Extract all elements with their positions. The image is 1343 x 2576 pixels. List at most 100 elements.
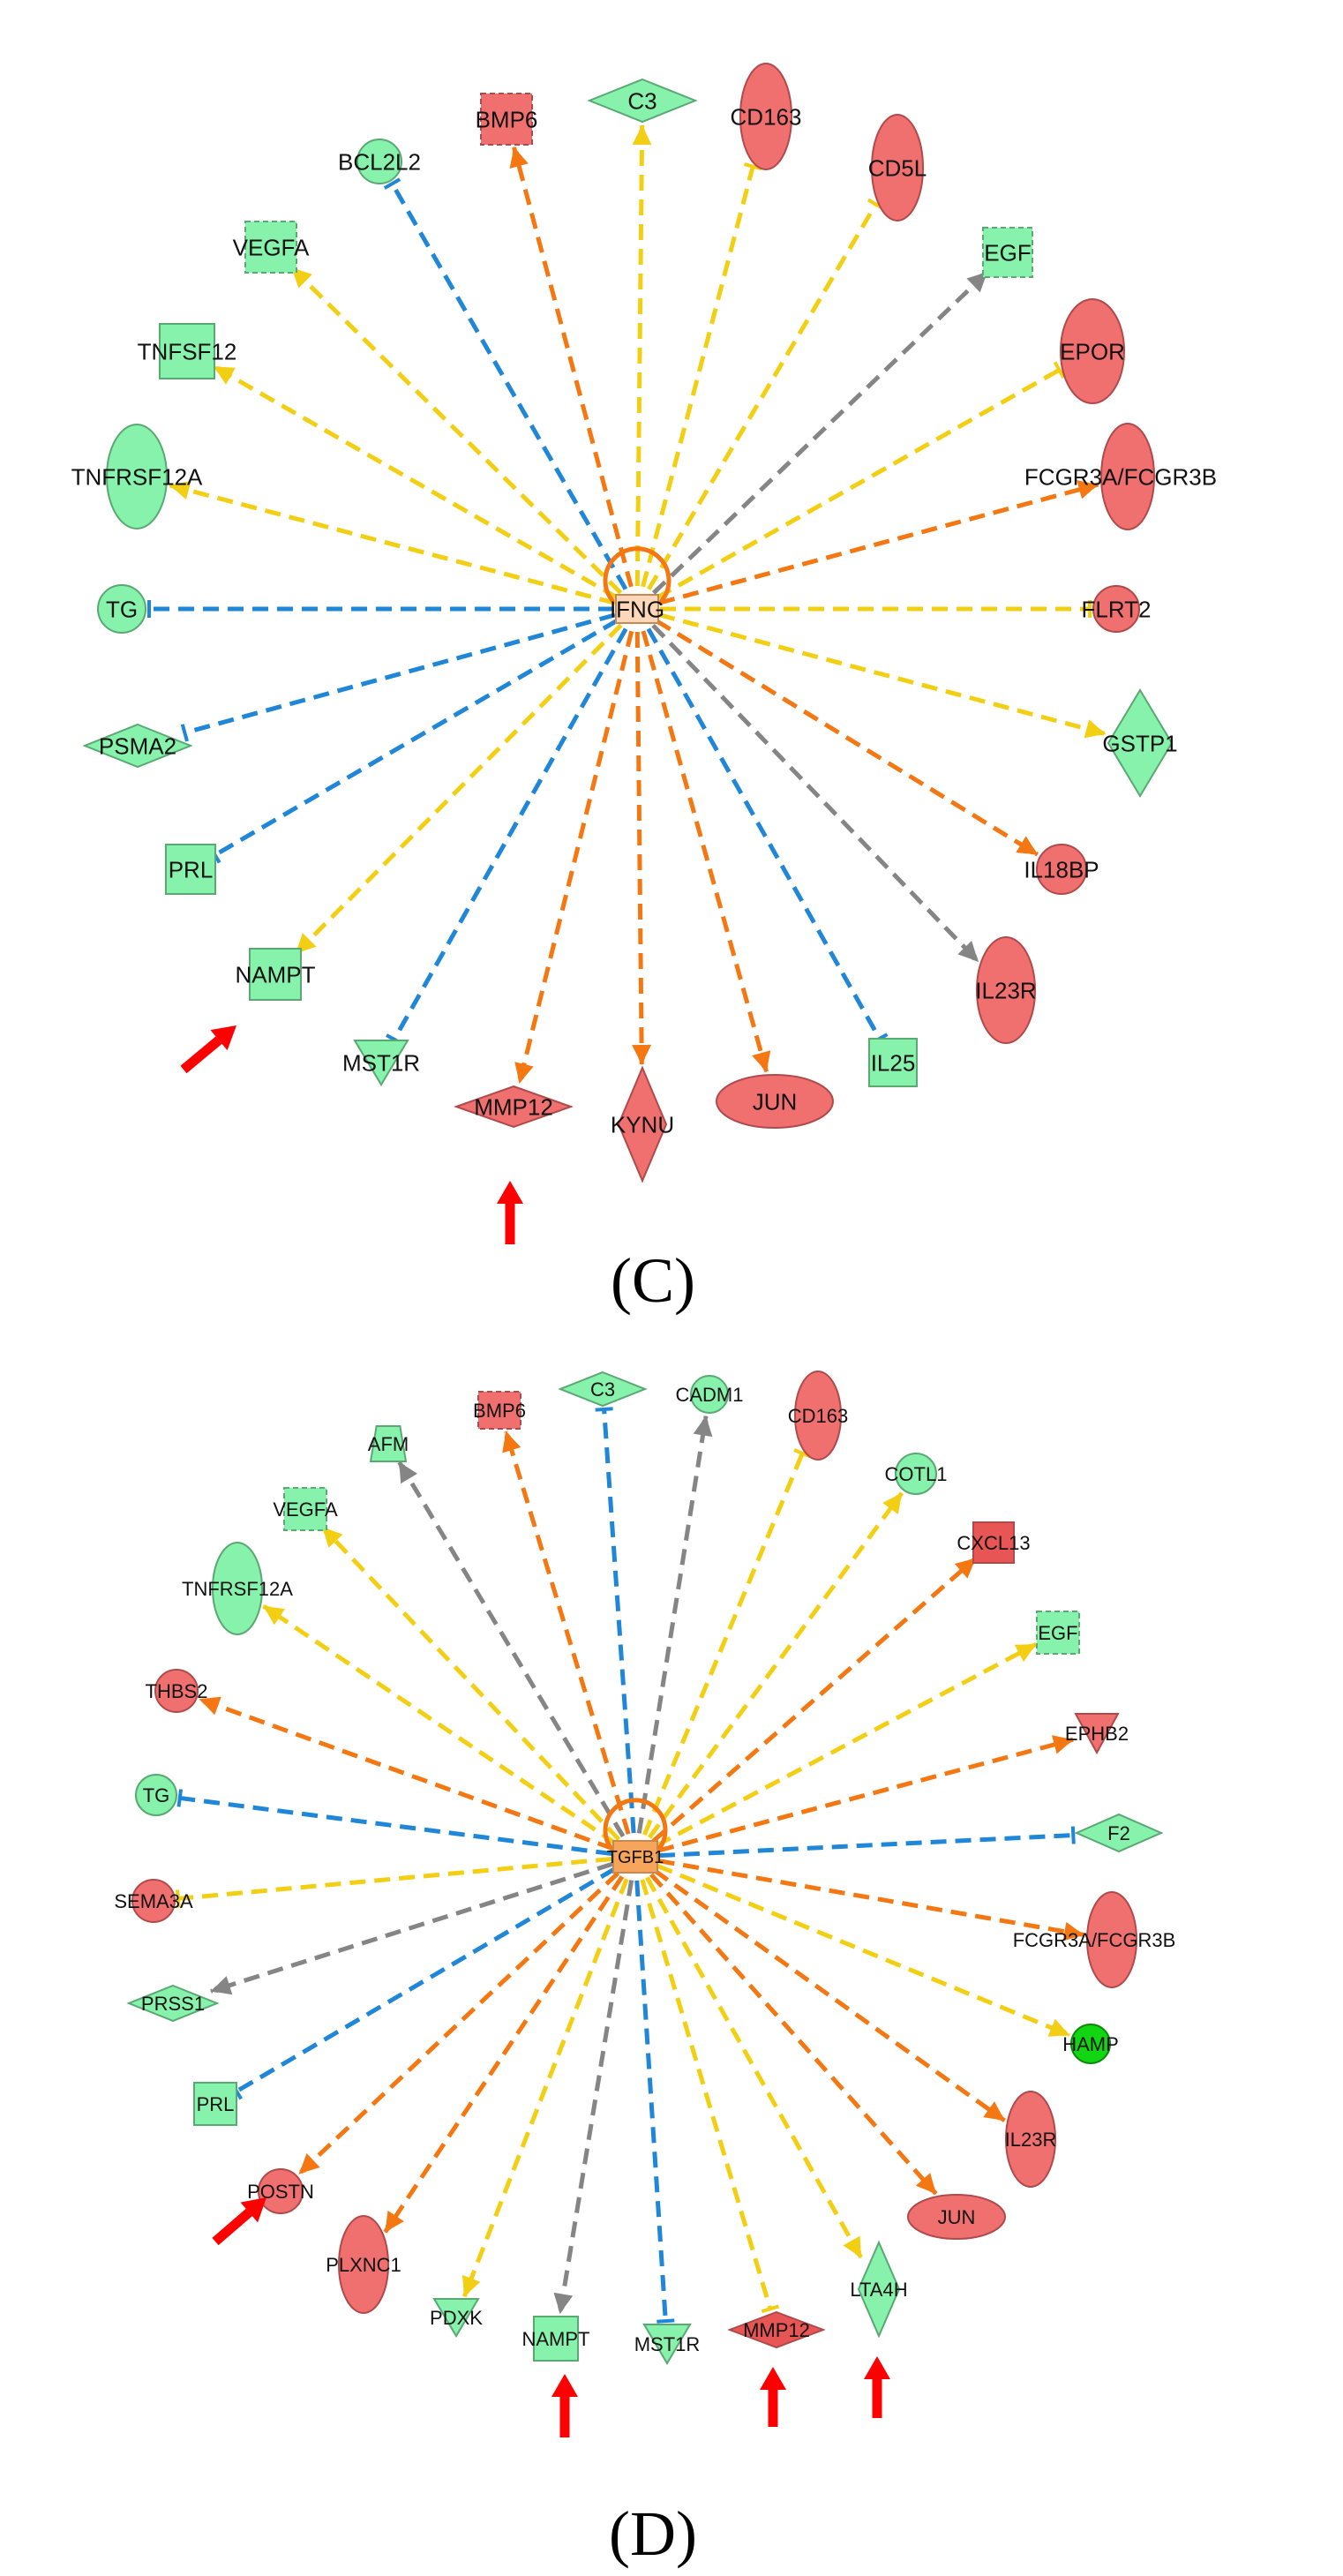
edges-layer [147,124,1107,2324]
node-shape-diamond [454,1085,574,1129]
node-shape-ellipse [212,1542,263,1635]
node-label: CD163 [788,1405,848,1427]
arrowhead-icon [1062,1921,1084,1941]
edge-tgfb1-jun [649,1873,938,2196]
node-plxnc1: PLXNC1 [326,2215,401,2314]
node-nampt: NAMPT [236,948,316,1001]
node-shape-ellipse [1086,1891,1137,1988]
node-label: PRSS1 [141,1993,205,2015]
node-shape-square [982,227,1033,278]
node-label: COTL1 [885,1463,948,1485]
edge-tgfb1-prss1 [210,1861,614,1994]
node-egf: EGF [982,227,1033,278]
node-label: BCL2L2 [338,148,421,175]
node-c3: C3 [587,78,698,124]
inhibition-bar-icon [180,724,189,742]
node-label: NAMPT [236,961,316,988]
node-shape-square [244,221,297,274]
node-shape-square [477,1391,521,1430]
node-label: CD163 [731,103,802,130]
hub-shape [615,594,659,624]
node-bcl2l2: BCL2L2 [338,139,421,184]
node-mmp12: MMP12 [454,1085,574,1129]
node-shape-ellipse [1005,2091,1056,2188]
node-label: EGF [984,239,1031,266]
node-nampt: NAMPT [522,2316,590,2362]
node-thbs2: THBS2 [146,1669,208,1713]
node-shape-ellipse [976,936,1036,1044]
node-label: EGF [1038,1622,1077,1644]
edge-tgfb1-il23r [653,1868,1006,2122]
node-label: TG [143,1784,170,1806]
node-ephb2: EPHB2 [1065,1713,1129,1755]
edge-ifng-cd163 [641,166,755,588]
arrowhead-icon [1084,719,1106,739]
edge-tgfb1-mst1r [634,1880,668,2322]
node-shape-ellipse [1060,298,1125,404]
node-shape-ellipse [871,114,924,222]
node-label: EPHB2 [1065,1723,1129,1745]
node-label: MST1R [342,1049,420,1076]
highlight-arrow-icon [497,1181,523,1204]
edge-ifng-cd5l [647,203,878,590]
arrowhead-icon [954,1558,976,1579]
arrowhead-icon [461,2274,481,2297]
node-label: JUN [753,1088,798,1115]
node-tnfsf12: TNFSF12 [138,323,236,379]
node-label: NAMPT [522,2328,590,2350]
node-label: MMP12 [743,2319,810,2341]
panel-label-c: (C) [611,1245,695,1316]
node-prss1: PRSS1 [126,1984,220,2023]
node-shape-triangle [353,1040,409,1086]
node-vegfa: VEGFA [233,221,310,274]
node-label: SEMA3A [114,1890,193,1912]
node-bmp6: BMP6 [476,93,537,146]
edge-tgfb1-mmp12 [640,1879,773,2310]
node-cotl1: COTL1 [885,1453,948,1495]
node-prl: PRL [193,2082,237,2126]
node-label: PRL [169,856,214,882]
node-egf: EGF [1036,1611,1080,1655]
self-loop-tgfb1 [603,1798,668,1852]
node-shape-ellipse [106,424,168,529]
arrowhead-icon [966,272,987,293]
node-epor: EPOR [1060,298,1125,404]
node-shape-square [868,1038,918,1087]
node-label: THBS2 [146,1680,208,1702]
node-psma2: PSMA2 [82,723,193,769]
node-pdxk: PDXK [430,2298,483,2338]
node-shape-square [533,2316,579,2362]
edge-ifng-bcl2l2 [390,182,628,590]
node-lta4h: LTA4H [850,2240,908,2339]
node-prl: PRL [165,844,216,895]
edge-ifng-vegfa [289,266,623,595]
edge-ifng-epor [656,368,1061,600]
node-fcgr3a-fcgr3b: FCGR3A/FCGR3B [1024,423,1217,530]
node-label: C3 [590,1378,615,1401]
node-label: PRL [197,2093,235,2115]
node-label: PDXK [430,2307,483,2329]
node-shape-circle [1070,2024,1111,2064]
arrowhead-icon [299,2153,320,2174]
edge-tgfb1-cadm1 [636,1415,709,1834]
arrowhead-icon [553,2292,574,2314]
node-label: PLXNC1 [326,2254,401,2276]
highlight-arrow-shaft [180,1036,222,1074]
edge-ifng-gstp1 [658,612,1107,736]
edge-tgfb1-plxnc1 [383,1875,625,2234]
node-shape-pentagon [369,1425,408,1462]
highlight-arrow-shaft [212,2208,252,2246]
arrowhead-icon [1052,1735,1074,1754]
edge-ifng-il23r [651,623,980,964]
node-tnfrsf12a: TNFRSF12A [71,424,203,529]
arrowhead-icon [291,267,312,289]
inhibition-bar-icon [383,177,401,190]
edge-tgfb1-cxcl13 [651,1556,978,1844]
node-shape-square [159,323,215,379]
arrowhead-icon [632,124,652,146]
edge-tgfb1-prl [235,1866,616,2093]
inhibition-bar-icon [656,2318,675,2324]
node-shape-circle [356,139,402,184]
edge-ifng-prl [214,618,619,858]
